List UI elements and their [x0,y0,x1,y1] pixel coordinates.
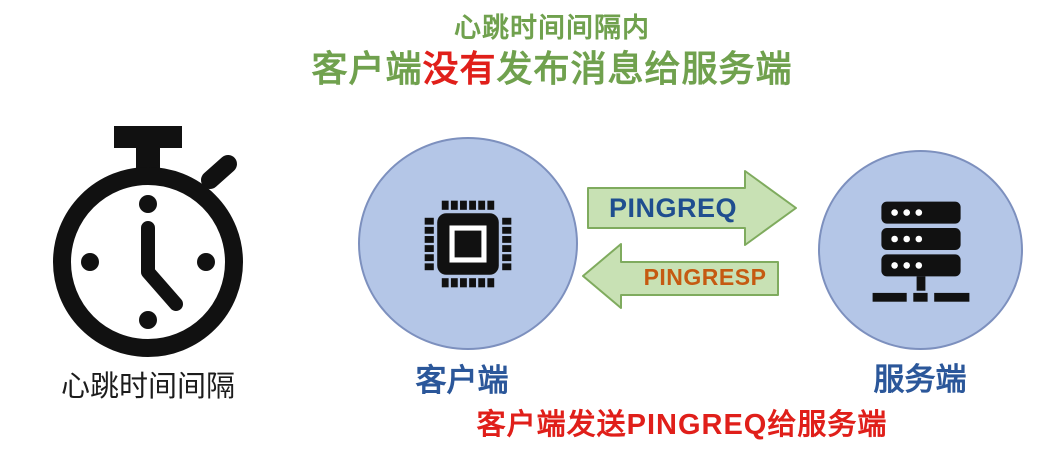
pingreq-arrow [587,170,797,246]
timer-label: 心跳时间间隔 [60,371,235,403]
server-rack-icon [872,201,969,302]
tick-9 [81,253,99,271]
server-node [818,150,1023,350]
tick-3 [197,253,215,271]
left-arrow-shape [582,243,779,309]
stopwatch-icon [53,126,243,357]
title-line2-suffix: 发布消息给服务端 [496,48,793,90]
diagram-title: 心跳时间间隔内 客户端没有发布消息给服务端 [232,12,872,91]
title-line2: 客户端没有发布消息给服务端 [232,47,872,90]
server-label: 服务端 [873,362,967,397]
client-node [358,137,578,350]
title-line2-prefix: 客户端 [311,48,423,90]
bottom-caption: 客户端发送PINGREQ给服务端 [476,409,888,441]
title-line2-highlight: 没有 [422,48,497,90]
pingresp-label: PINGRESP [643,264,767,290]
right-arrow-shape [587,170,797,246]
client-label: 客户端 [415,363,509,398]
title-line1: 心跳时间间隔内 [454,13,650,43]
stopwatch-side-button [201,155,237,189]
cpu-chip-icon [424,200,512,287]
pingreq-label: PINGREQ [608,193,738,223]
tick-6 [139,311,157,329]
stopwatch-top-cap [114,126,182,148]
tick-12 [139,195,157,213]
pingresp-arrow [582,243,779,309]
clock-hands [141,221,183,311]
